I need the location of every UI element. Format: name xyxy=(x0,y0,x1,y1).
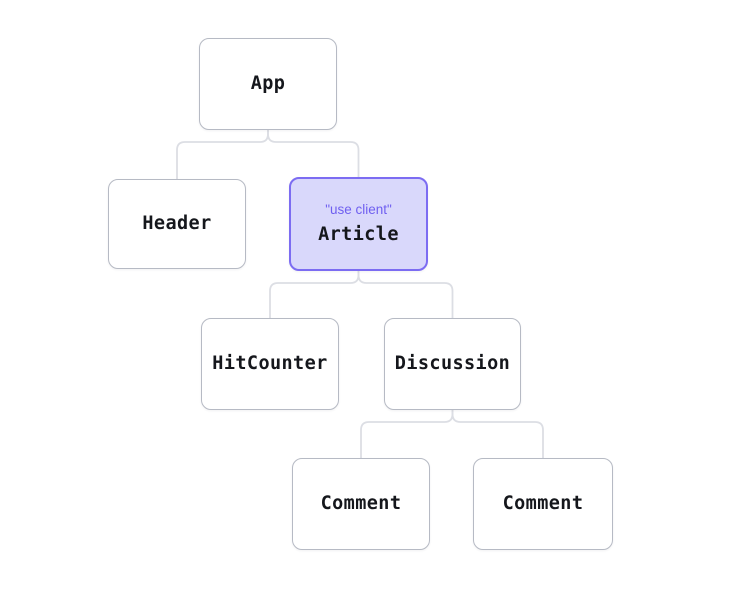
connector-app-header xyxy=(176,129,269,180)
node-label-discussion: Discussion xyxy=(394,352,511,374)
node-comment-1[interactable]: Comment xyxy=(292,458,430,550)
node-label-comment-2: Comment xyxy=(502,492,584,514)
connector-article-hitcounter xyxy=(269,270,360,319)
node-hitcounter[interactable]: HitCounter xyxy=(201,318,339,410)
node-label-header: Header xyxy=(142,212,212,234)
node-app[interactable]: App xyxy=(199,38,337,130)
node-article[interactable]: "use client" Article xyxy=(289,177,428,271)
node-label-app: App xyxy=(250,72,286,94)
node-label-article: Article xyxy=(318,223,399,245)
connector-discussion-comment-1 xyxy=(360,409,454,459)
node-label-comment-1: Comment xyxy=(320,492,402,514)
node-label-hitcounter: HitCounter xyxy=(212,352,328,374)
connector-app-article xyxy=(267,129,360,178)
connector-article-discussion xyxy=(357,270,454,319)
node-header[interactable]: Header xyxy=(108,179,246,269)
node-directive-article: "use client" xyxy=(325,202,392,218)
node-comment-2[interactable]: Comment xyxy=(473,458,613,550)
connector-discussion-comment-2 xyxy=(451,409,544,459)
node-discussion[interactable]: Discussion xyxy=(384,318,521,410)
